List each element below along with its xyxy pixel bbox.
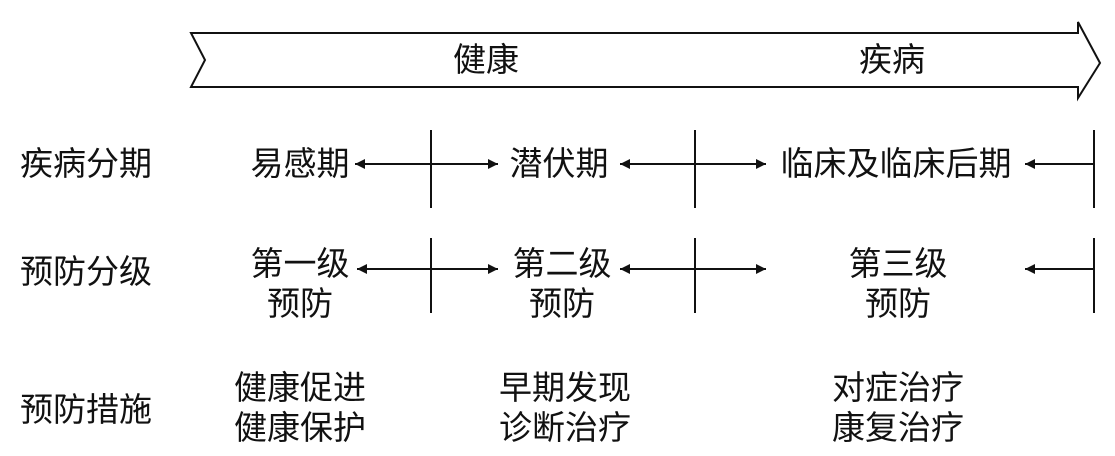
measure-item-secondary-line2: 诊断治疗 bbox=[499, 408, 631, 447]
stage-item-latent: 潜伏期 bbox=[509, 144, 609, 183]
level-item-tertiary-line1: 第三级 bbox=[848, 244, 948, 283]
measure-item-tertiary: 对症治疗 康复治疗 bbox=[832, 368, 964, 448]
row-label-measure: 预防措施 bbox=[20, 390, 152, 429]
measure-item-tertiary-line1: 对症治疗 bbox=[832, 368, 964, 407]
level-item-tertiary-line2: 预防 bbox=[865, 284, 931, 323]
measure-item-primary-line2: 健康保护 bbox=[234, 408, 366, 447]
row-label-level: 预防分级 bbox=[20, 252, 152, 291]
measure-item-secondary: 早期发现 诊断治疗 bbox=[499, 368, 631, 448]
measure-item-primary: 健康促进 健康保护 bbox=[234, 368, 366, 448]
level-item-primary-line2: 预防 bbox=[267, 284, 333, 323]
level-item-secondary-line2: 预防 bbox=[529, 284, 595, 323]
level-item-primary: 第一级 预防 bbox=[251, 244, 350, 324]
stage-item-susceptible: 易感期 bbox=[250, 144, 350, 183]
level-item-secondary-line1: 第二级 bbox=[512, 244, 612, 283]
disease-label: 疾病 bbox=[859, 40, 925, 79]
measure-item-primary-line1: 健康促进 bbox=[234, 368, 366, 407]
measure-item-secondary-line1: 早期发现 bbox=[499, 368, 631, 407]
health-label: 健康 bbox=[453, 40, 519, 79]
timeline-arrow bbox=[189, 21, 1102, 102]
level-item-primary-line1: 第一级 bbox=[250, 244, 350, 283]
level-item-tertiary: 第三级 预防 bbox=[849, 244, 948, 324]
row-label-stage: 疾病分期 bbox=[20, 144, 152, 183]
stage-item-clinical: 临床及临床后期 bbox=[780, 144, 1012, 183]
level-item-secondary: 第二级 预防 bbox=[513, 244, 612, 324]
measure-item-tertiary-line2: 康复治疗 bbox=[832, 408, 964, 447]
